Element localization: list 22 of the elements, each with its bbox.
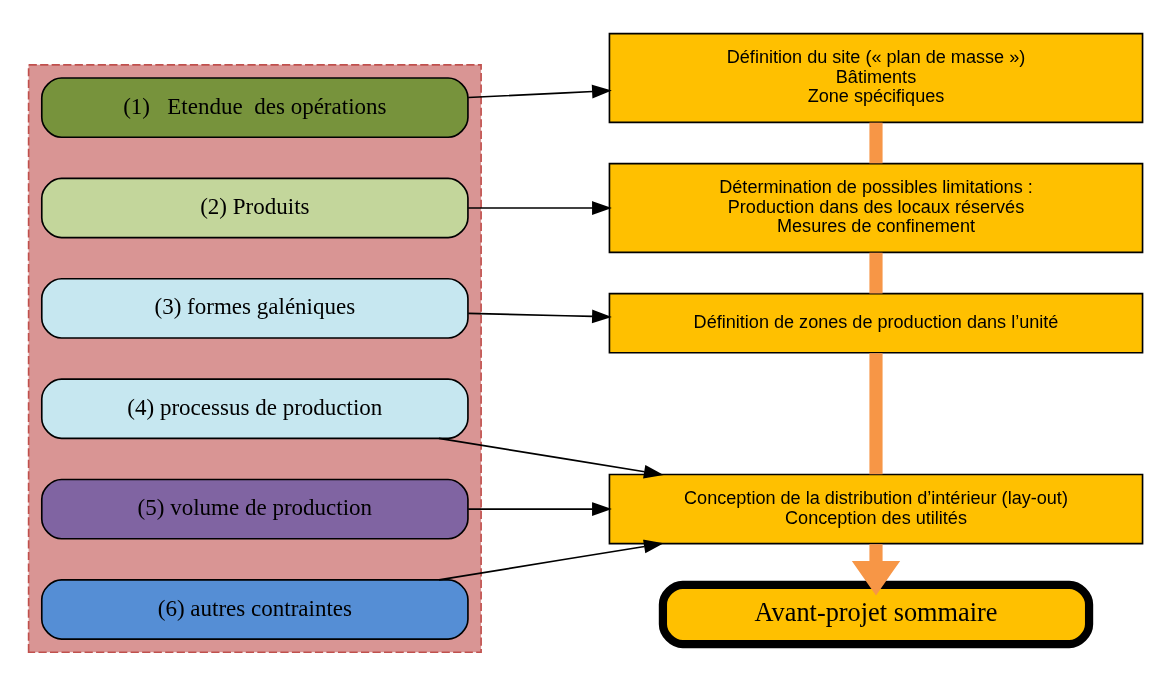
- arrow: [467, 502, 612, 517]
- arrow: [467, 201, 612, 215]
- node-box: (5) volume de production: [40, 478, 469, 540]
- connector: [869, 353, 883, 475]
- node-box: (3) formes galéniques: [40, 277, 469, 339]
- node-box: Détermination de possibles limitations : Production dans des locaux réservés Mesures de confinement: [608, 162, 1144, 254]
- connector: [869, 122, 883, 164]
- node-box: Définition du site (« plan de masse ») Bâtiments Zone spécifiques: [608, 32, 1144, 124]
- node-box: Avant-projet sommaire: [658, 580, 1094, 649]
- node-box: (1) Etendue des opérations: [40, 77, 469, 139]
- cluster: [27, 64, 482, 654]
- node-box: Définition de zones de production dans l’unité: [608, 292, 1144, 354]
- arrow: [851, 544, 901, 596]
- arrow: [438, 437, 664, 479]
- node-box: (2) Produits: [40, 177, 469, 239]
- node-box: (6) autres contraintes: [40, 579, 469, 640]
- connector: [869, 252, 883, 294]
- node-box: Conception de la distribution d’intérieur (lay-out) Conception des utilités: [608, 473, 1144, 545]
- node-box: (4) processus de production: [40, 378, 469, 440]
- arrow: [467, 84, 612, 99]
- arrow: [438, 539, 664, 581]
- arrow: [467, 309, 612, 324]
